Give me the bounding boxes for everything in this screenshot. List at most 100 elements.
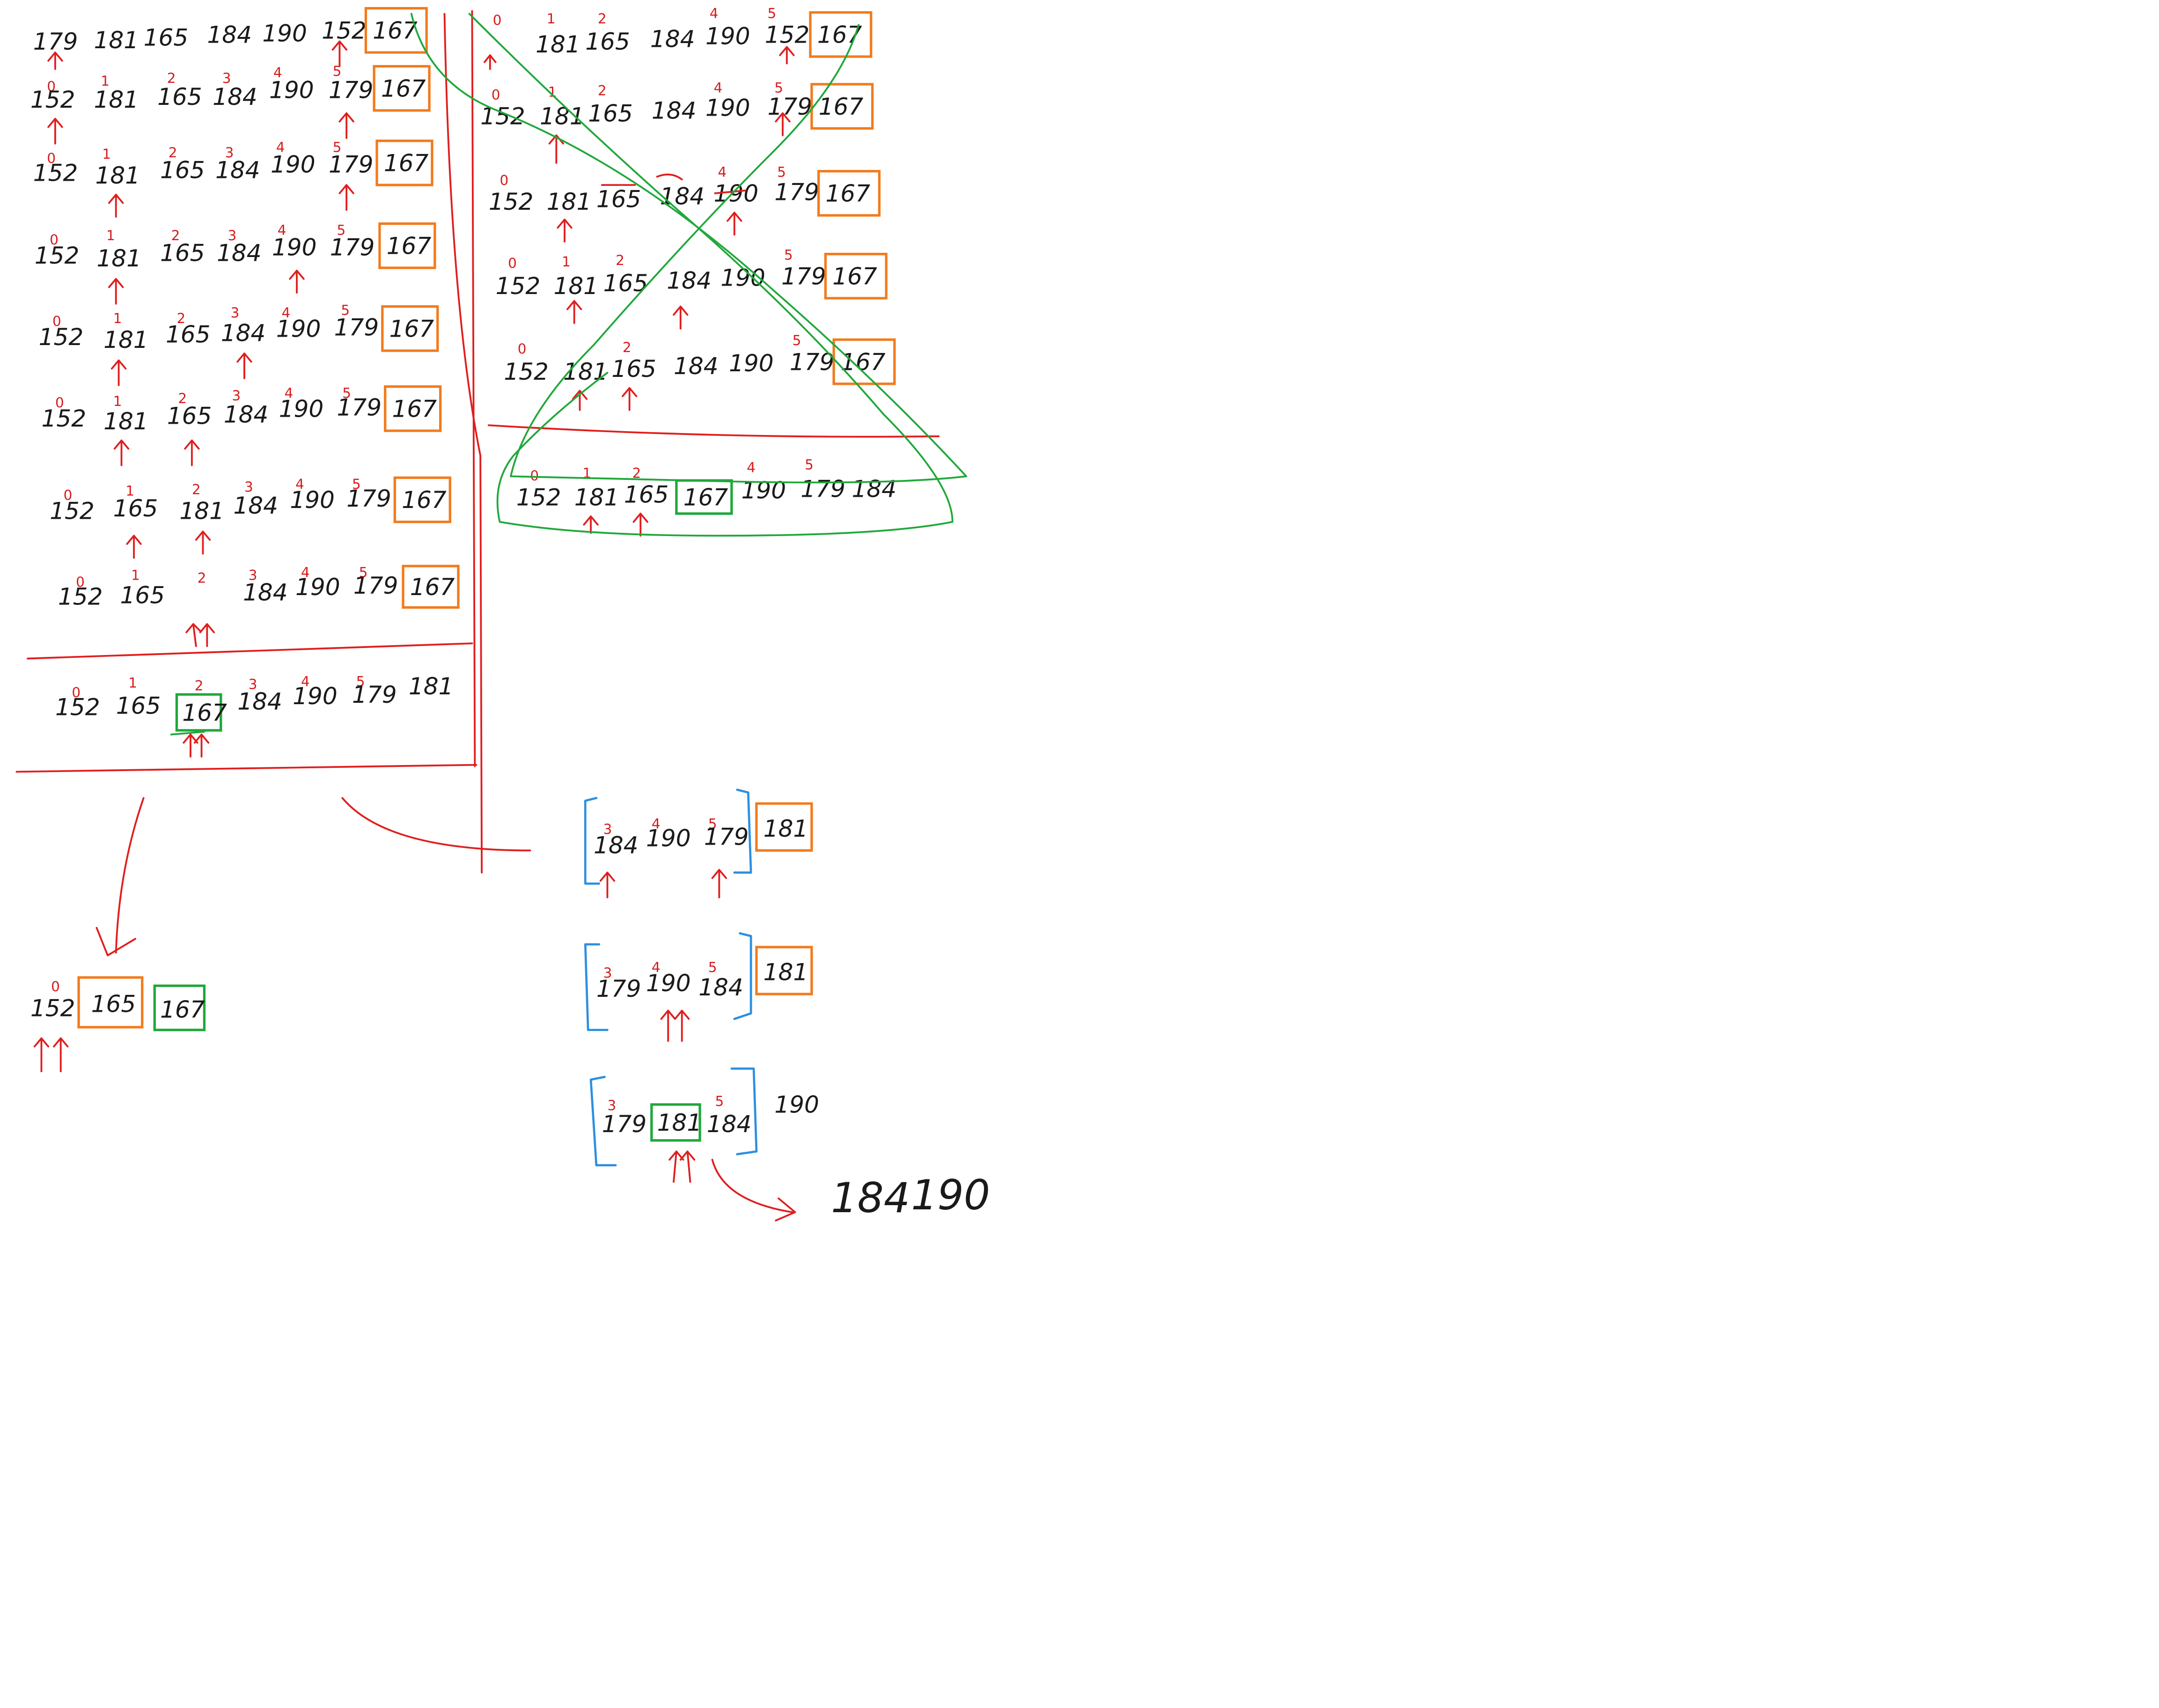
cell: 152 bbox=[504, 358, 549, 385]
sub-row-1: 3 4 5 179 190 184 181 bbox=[584, 932, 813, 1042]
cell: 181 bbox=[553, 272, 598, 300]
placed-value: 167 bbox=[683, 483, 728, 511]
pivot-box bbox=[77, 976, 144, 1029]
cell: 184 bbox=[852, 475, 896, 503]
index-mark: 5 bbox=[774, 80, 783, 96]
index-mark: 5 bbox=[715, 1093, 724, 1109]
cell: 179 bbox=[334, 314, 379, 341]
cell: 152 bbox=[41, 405, 86, 432]
cell: 181 bbox=[103, 407, 148, 435]
index-mark: 4 bbox=[282, 305, 291, 321]
pointer-arrow bbox=[108, 193, 124, 218]
cell: 184 bbox=[224, 400, 269, 428]
placed-box bbox=[153, 984, 206, 1031]
index-mark: 4 bbox=[284, 385, 293, 401]
pivot-value: 167 bbox=[387, 232, 432, 260]
index-mark: 0 bbox=[55, 395, 64, 411]
cell: 181 bbox=[96, 244, 141, 272]
index-mark: 4 bbox=[301, 565, 310, 581]
cell: 152 bbox=[765, 21, 810, 48]
pointer-arrow bbox=[779, 46, 795, 65]
cell: 165 bbox=[157, 83, 202, 110]
index-mark: 2 bbox=[616, 252, 624, 268]
cell: 181 bbox=[563, 358, 608, 385]
cell: 179 bbox=[330, 234, 375, 261]
left-row-1: 0 1 2 3 4 5 152 181 165 184 190 179 167 bbox=[30, 63, 431, 113]
cell: 190 bbox=[705, 22, 750, 50]
cell: 181 bbox=[574, 483, 619, 511]
cell: 181 bbox=[94, 26, 139, 54]
pointer-arrow bbox=[599, 871, 616, 898]
pivot-box bbox=[832, 338, 896, 385]
cell: 184 bbox=[243, 579, 288, 606]
cell: 165 bbox=[585, 28, 630, 55]
cell: 184 bbox=[221, 319, 266, 346]
cell: 181 bbox=[536, 30, 580, 58]
pointer-arrow bbox=[668, 1150, 684, 1183]
index-mark: 0 bbox=[492, 87, 500, 103]
cell: 190 bbox=[262, 19, 307, 47]
cell: 179 bbox=[596, 975, 641, 1002]
placed-box bbox=[650, 1103, 701, 1142]
pivot-value: 167 bbox=[389, 315, 434, 343]
connector-line bbox=[341, 797, 531, 852]
pointer-arrow bbox=[53, 1037, 69, 1073]
left-row-6: 0 1 2 3 4 5 152 165 181 184 190 179 167 bbox=[50, 476, 451, 525]
cell: 190 bbox=[742, 477, 786, 504]
partition-bracket bbox=[584, 943, 609, 1031]
cell: 184 bbox=[217, 239, 262, 266]
pointer-arrow bbox=[108, 278, 124, 305]
cell: 179 bbox=[346, 485, 391, 512]
cell: 181 bbox=[547, 188, 592, 215]
pointer-arrow bbox=[674, 1009, 690, 1042]
right-row-3: 0 1 2 5 152 181 165 184 190 179 167 bbox=[496, 247, 888, 300]
index-mark: 1 bbox=[113, 393, 122, 409]
connector-line bbox=[115, 797, 145, 954]
pointer-arrow bbox=[775, 112, 791, 136]
index-mark: 4 bbox=[718, 164, 727, 180]
connector-line bbox=[711, 1159, 793, 1213]
index-mark: 0 bbox=[518, 341, 527, 357]
index-mark: 5 bbox=[768, 5, 777, 21]
index-mark: 4 bbox=[714, 80, 723, 96]
right-pointer-arrows bbox=[484, 46, 795, 411]
left-row-2: 0 1 2 3 4 5 152 181 165 184 190 179 167 bbox=[33, 139, 433, 189]
cell: 152 bbox=[39, 323, 84, 351]
index-mark: 5 bbox=[333, 139, 342, 155]
left-row-0: 179 181 165 184 190 152 167 bbox=[33, 7, 428, 55]
pointer-arrow bbox=[126, 535, 142, 559]
section-divider bbox=[471, 10, 476, 767]
index-mark: 5 bbox=[333, 63, 342, 79]
index-mark: 3 bbox=[603, 965, 612, 981]
cell: 165 bbox=[160, 156, 205, 184]
pointer-arrow bbox=[47, 118, 63, 145]
index-mark: 0 bbox=[64, 487, 73, 503]
cell: 184 bbox=[660, 182, 705, 210]
right-subarray: 3 4 5 184 190 179 181 3 4 5 179 190 184 … bbox=[584, 788, 990, 1222]
left-row-7: 0 1 2 3 4 5 152 165 184 190 179 167 bbox=[58, 565, 460, 611]
index-mark: 5 bbox=[352, 476, 361, 492]
index-mark: 1 bbox=[131, 567, 140, 583]
pointer-arrow bbox=[621, 387, 638, 411]
right-row-1: 0 1 2 4 5 152 181 165 184 190 179 167 bbox=[480, 80, 874, 130]
pivot-value: 167 bbox=[825, 180, 870, 207]
index-mark: 3 bbox=[232, 388, 241, 404]
pivot-value: 167 bbox=[402, 486, 447, 514]
pointer-arrow bbox=[566, 300, 582, 324]
connector-arrowhead bbox=[775, 1197, 796, 1222]
pivot-box bbox=[364, 7, 428, 54]
index-mark: 4 bbox=[273, 65, 282, 81]
cell: 152 bbox=[322, 17, 367, 44]
right-result-row: 0 1 2 4 5 152 181 165 167 190 179 184 bbox=[516, 457, 896, 537]
index-mark: 1 bbox=[582, 465, 591, 481]
index-mark: 2 bbox=[176, 310, 185, 326]
cell: 179 bbox=[329, 76, 374, 103]
index-mark: 5 bbox=[341, 302, 350, 318]
index-mark: 2 bbox=[598, 82, 607, 98]
cell: 179 bbox=[781, 262, 826, 290]
section-divider bbox=[443, 13, 483, 874]
pointer-arrow bbox=[727, 212, 742, 236]
index-mark: 5 bbox=[708, 816, 717, 832]
